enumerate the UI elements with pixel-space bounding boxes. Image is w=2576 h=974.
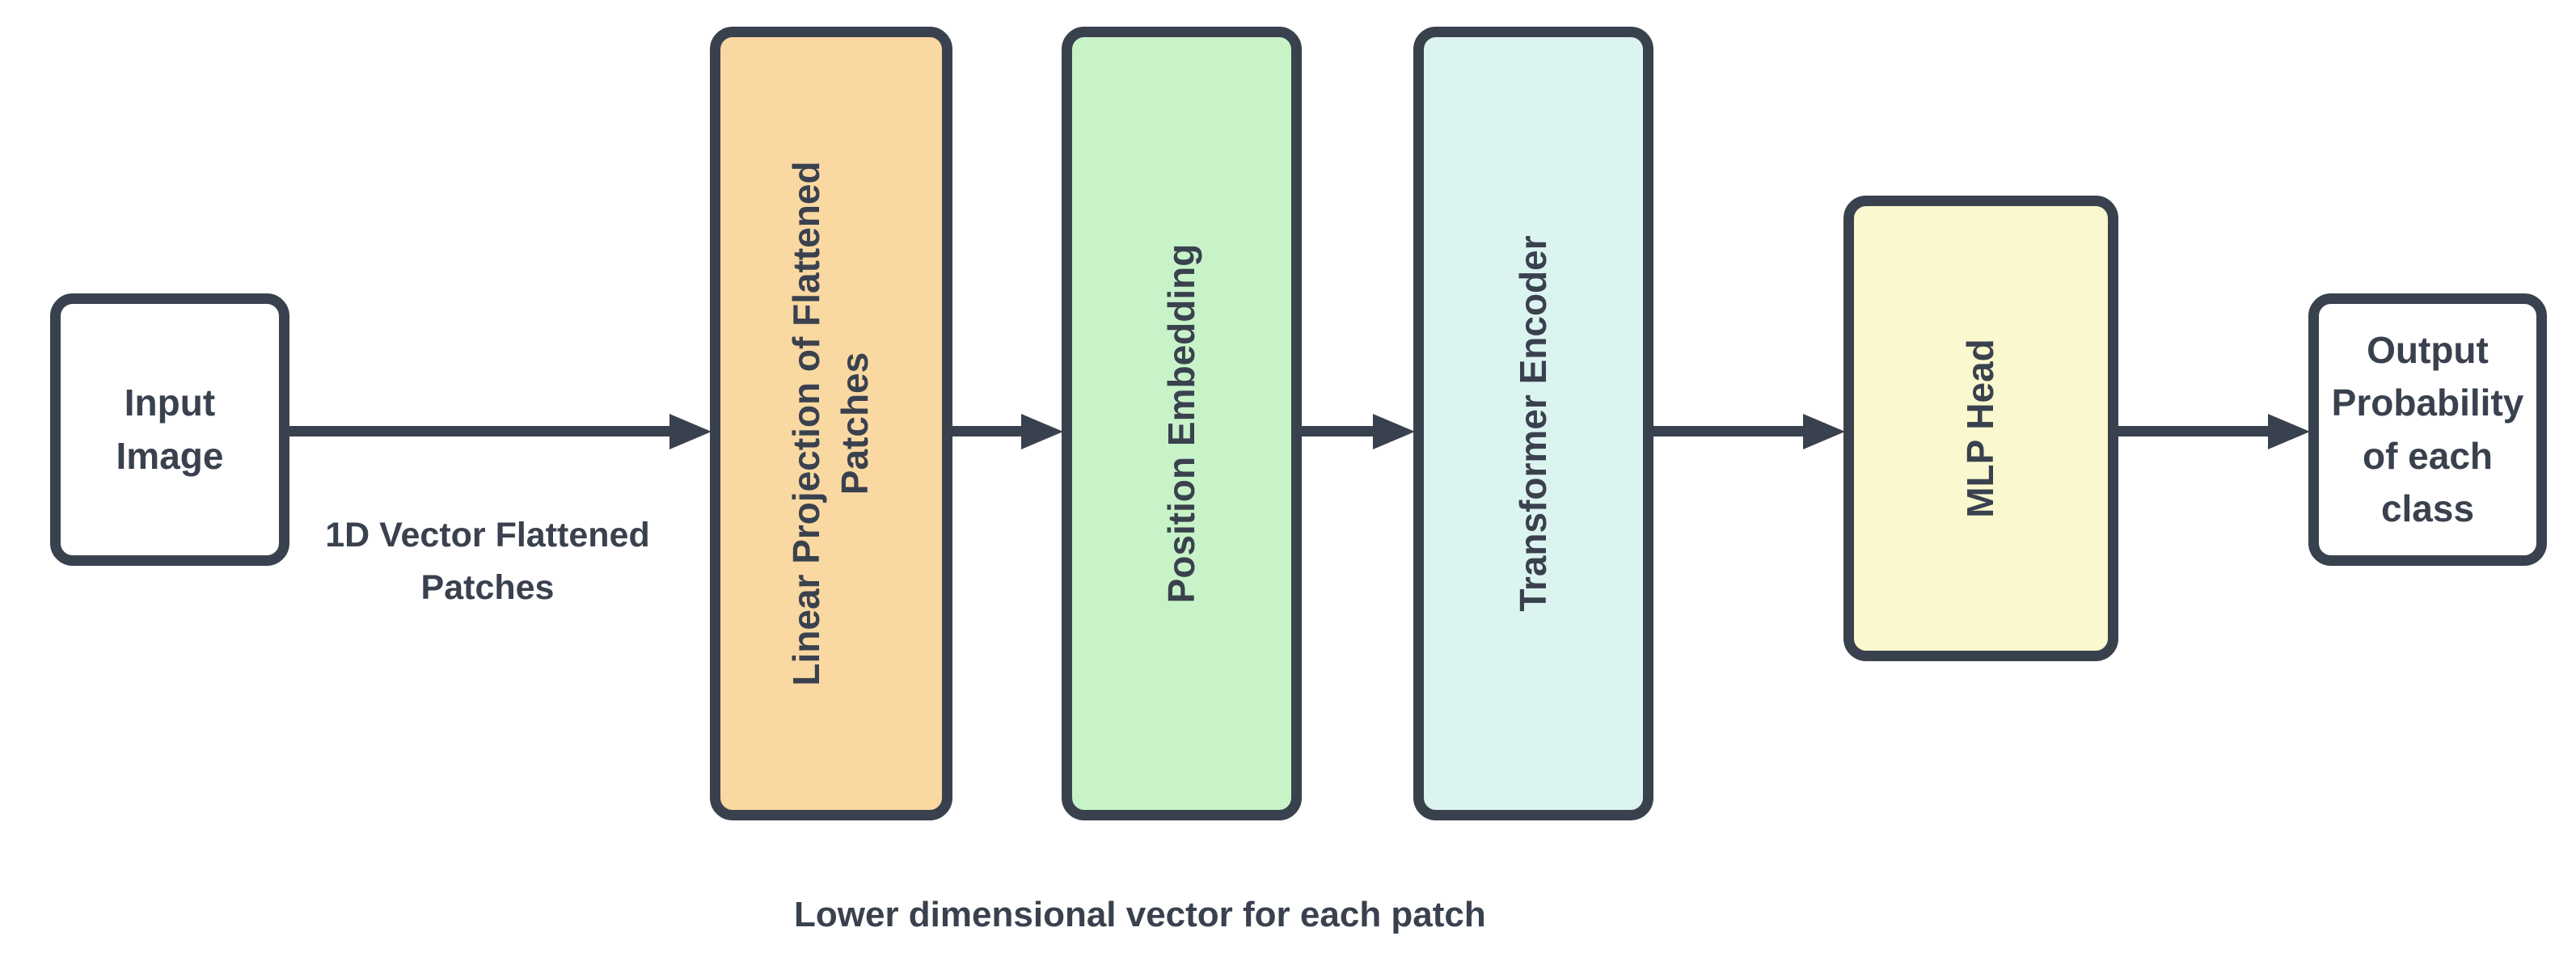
arrow-shaft <box>2118 426 2271 436</box>
arrow-input-to-linear <box>289 413 712 449</box>
arrow-shaft <box>952 426 1024 436</box>
node-output-probability-label: Output Probability of each class <box>2331 328 2524 529</box>
node-input-image-label: Input Image <box>116 382 224 477</box>
node-transformer-encoder-label: Transformer Encoder <box>1511 235 1554 612</box>
node-input-image: Input Image <box>50 293 289 566</box>
node-linear-projection-label: Linear Projection of Flattened Patches <box>785 161 876 686</box>
arrowhead-right-icon <box>2268 413 2310 449</box>
caption-lower-dimensional-vector: Lower dimensional vector for each patch <box>794 895 1486 934</box>
arrow-linear-to-position <box>952 413 1063 449</box>
arrow-shaft <box>289 426 673 436</box>
arrow-transformer-to-mlp <box>1653 413 1845 449</box>
arrowhead-right-icon <box>1803 413 1845 449</box>
arrow-shaft <box>1302 426 1376 436</box>
arrowhead-right-icon <box>669 413 712 449</box>
node-linear-projection: Linear Projection of Flattened Patches <box>710 27 952 820</box>
arrow-position-to-transformer <box>1302 413 1415 449</box>
arrowhead-right-icon <box>1021 413 1063 449</box>
node-mlp-head-label: MLP Head <box>1959 339 2002 518</box>
node-position-embedding: Position Embedding <box>1062 27 1302 820</box>
caption-1d-vector-flattened-patches: 1D Vector Flattened Patches <box>325 516 650 607</box>
node-output-probability: Output Probability of each class <box>2308 293 2547 566</box>
arrowhead-right-icon <box>1373 413 1415 449</box>
node-position-embedding-label: Position Embedding <box>1159 243 1202 604</box>
node-mlp-head: MLP Head <box>1843 196 2118 661</box>
arrow-shaft <box>1653 426 1806 436</box>
node-transformer-encoder: Transformer Encoder <box>1413 27 1653 820</box>
arrow-mlp-to-output <box>2118 413 2310 449</box>
